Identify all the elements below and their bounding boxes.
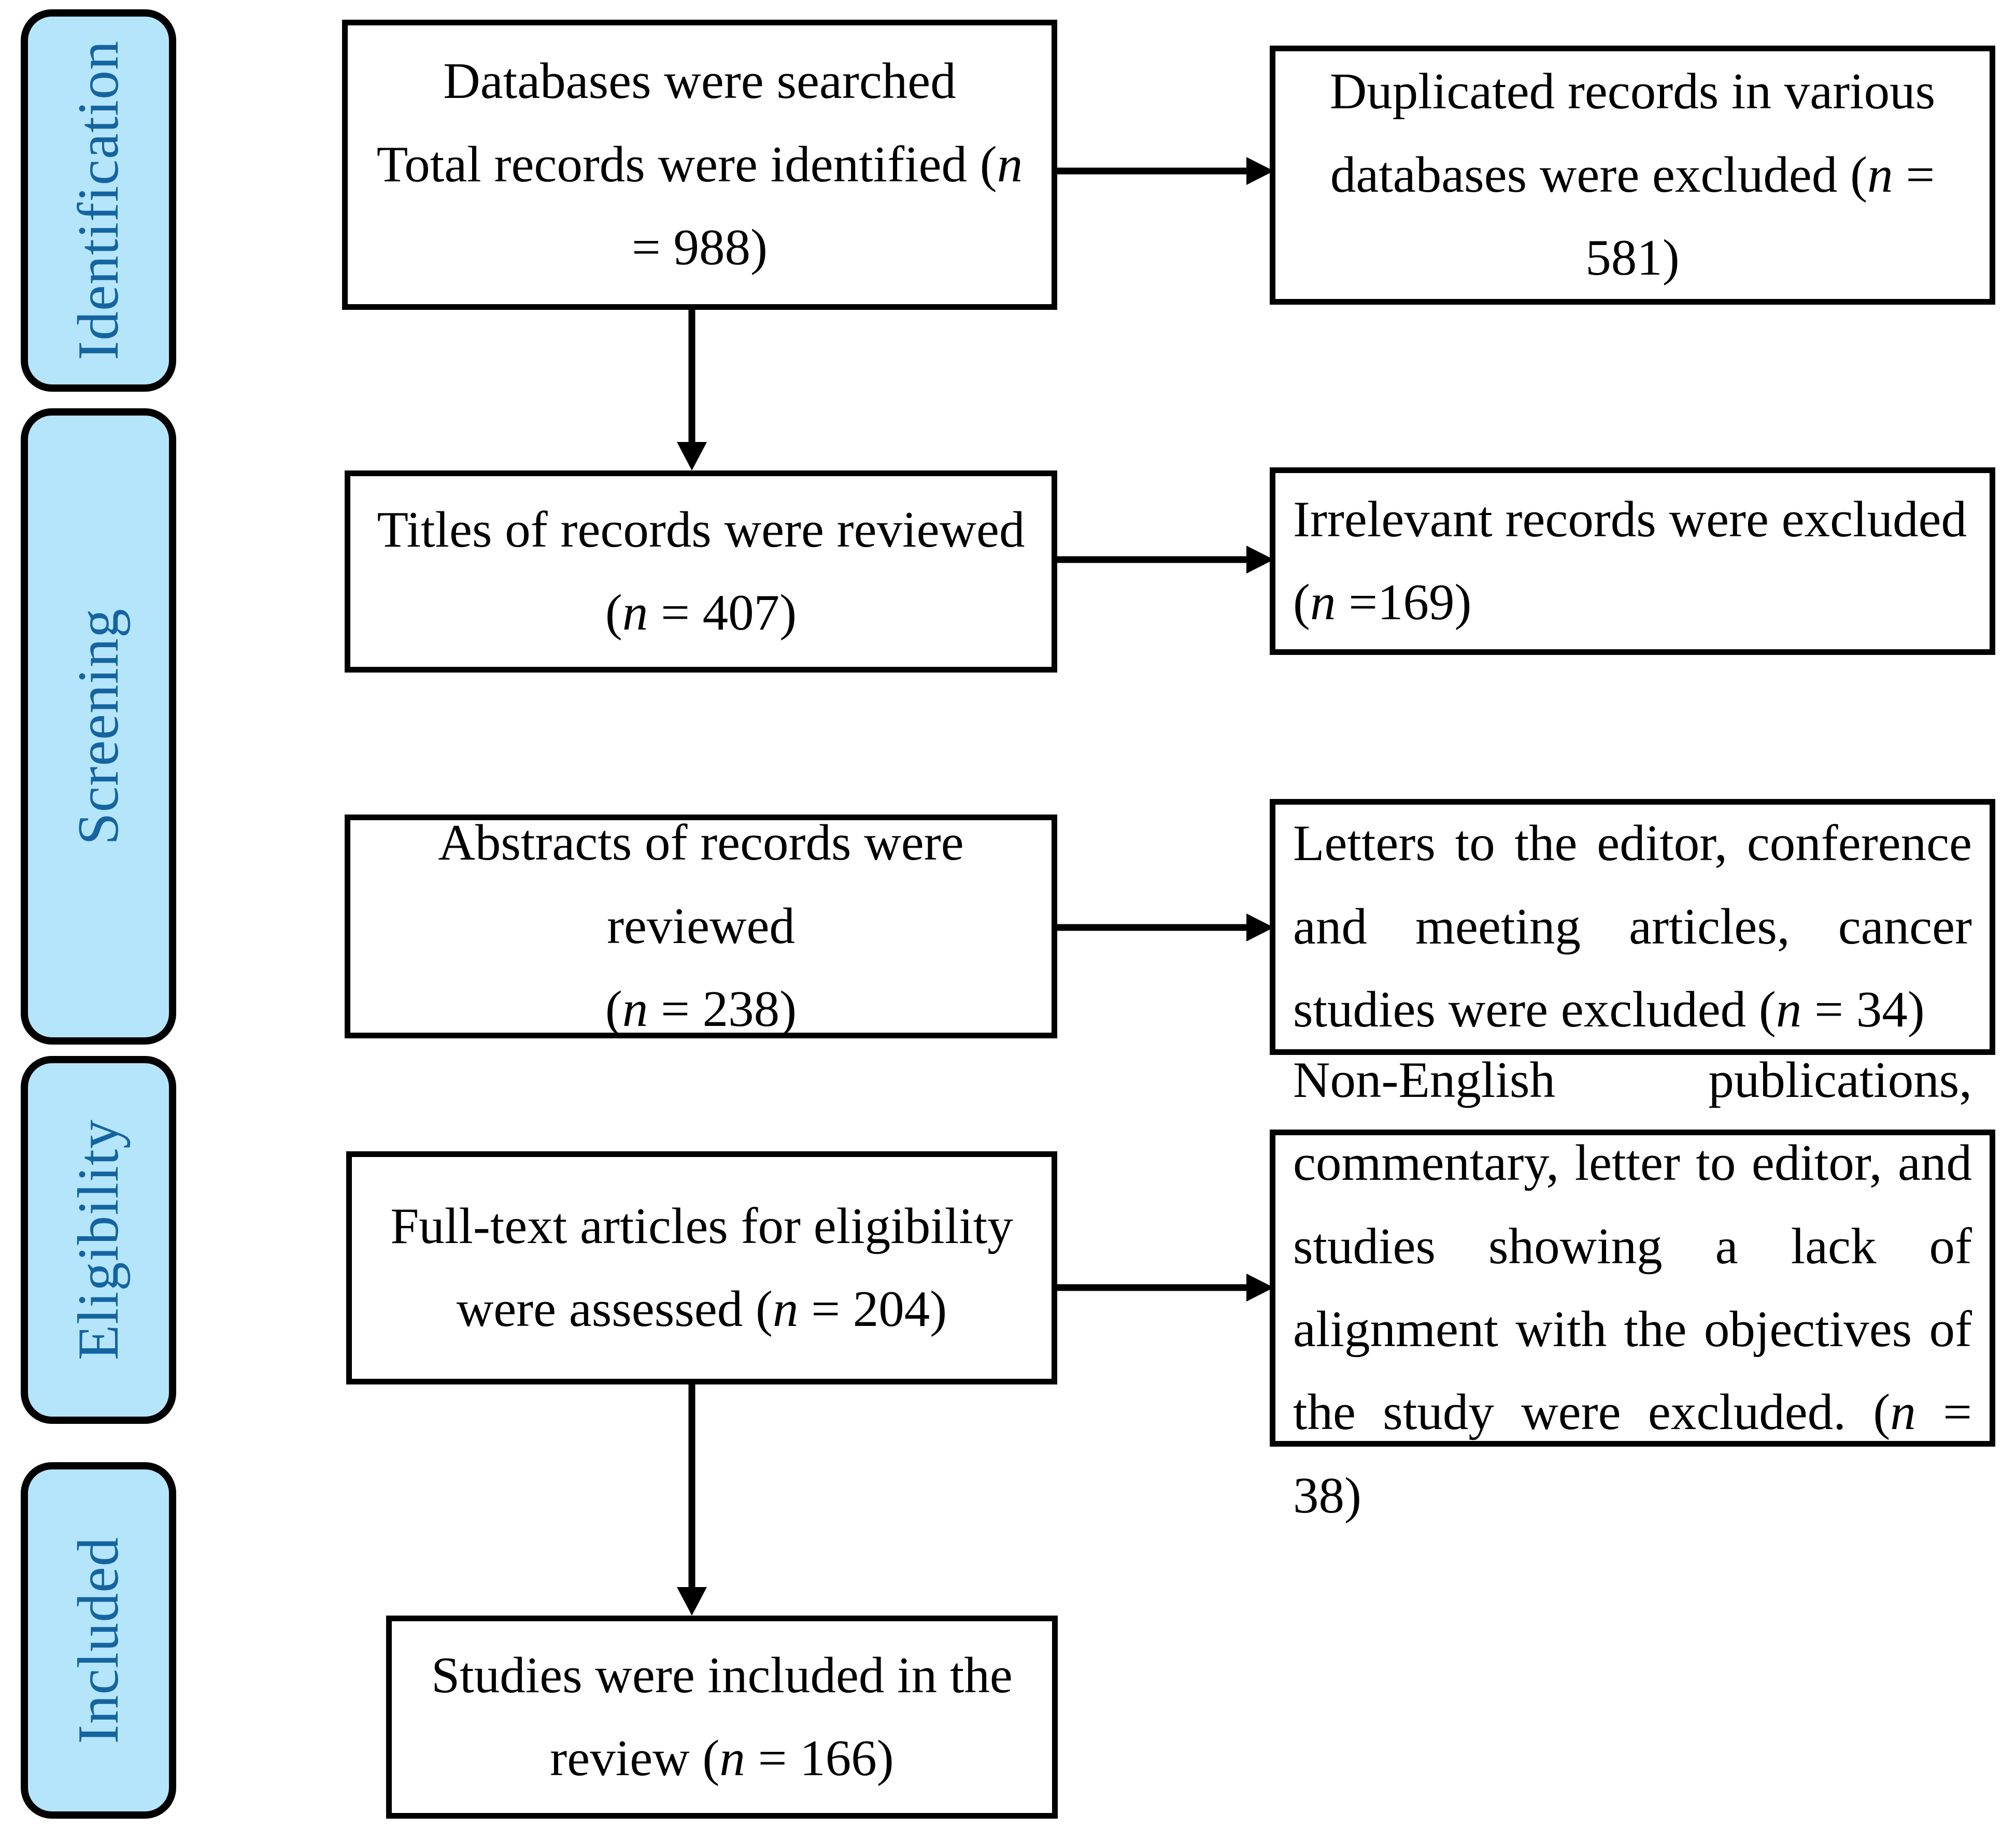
arrow-titles-to-irrelevant <box>1057 544 1275 575</box>
nonenglish-excluded-n-symbol: n <box>1890 1384 1916 1441</box>
abstracts-reviewed-line2-post: = 238) <box>648 981 797 1038</box>
abstracts-reviewed-line2-pre: ( <box>605 981 622 1038</box>
fulltext-assessed-post: = 204) <box>798 1281 947 1337</box>
letters-excluded-n-symbol: n <box>1776 981 1802 1038</box>
studies-included-n-symbol: n <box>719 1730 745 1787</box>
records-identified-n-symbol: n <box>997 136 1023 193</box>
box-studies-included: Studies were included in the review (n =… <box>386 1616 1058 1819</box>
stage-eligibility-label: Eligibility <box>66 1119 131 1361</box>
stage-eligibility: Eligibility <box>21 1056 176 1424</box>
box-duplicates-excluded: Duplicated records in various databases … <box>1270 46 1995 305</box>
box-letters-excluded-text: Letters to the editor, conference and me… <box>1293 802 1972 1051</box>
records-identified-line2-post: = 988) <box>631 219 768 276</box>
abstracts-reviewed-line1: Abstracts of records were reviewed <box>438 815 964 954</box>
arrow-abstracts-to-letters <box>1057 912 1275 943</box>
stage-identification: Identification <box>21 9 176 392</box>
box-abstracts-reviewed-text: Abstracts of records were reviewed (n = … <box>368 802 1034 1051</box>
box-irrelevant-excluded: Irrelevant records were excluded (n =169… <box>1270 467 1995 655</box>
titles-reviewed-post: = 407) <box>648 584 797 641</box>
box-records-identified: Databases were searched Total records we… <box>342 20 1057 310</box>
duplicates-excluded-pre: Duplicated records in various databases … <box>1329 63 1936 203</box>
box-duplicates-excluded-text: Duplicated records in various databases … <box>1293 50 1972 299</box>
nonenglish-excluded-post: = 38) <box>1293 1384 1972 1524</box>
titles-reviewed-n-symbol: n <box>622 584 648 641</box>
arrow-fulltext-to-nonenglish <box>1057 1272 1275 1303</box>
box-letters-excluded: Letters to the editor, conference and me… <box>1270 799 1995 1055</box>
box-titles-reviewed-text: Titles of records were reviewed (n = 407… <box>368 489 1034 655</box>
records-identified-line2-pre: Total records were identified ( <box>376 136 997 193</box>
box-studies-included-text: Studies were included in the review (n =… <box>409 1634 1034 1801</box>
fulltext-assessed-pre: Full-text articles for eligibility were … <box>390 1197 1013 1337</box>
nonenglish-excluded-pre: Non-English publications, commentary, le… <box>1293 1051 1972 1441</box>
box-fulltext-assessed-text: Full-text articles for eligibility were … <box>370 1185 1034 1351</box>
box-nonenglish-excluded-text: Non-English publications, commentary, le… <box>1293 1039 1972 1537</box>
irrelevant-excluded-post: =169) <box>1336 574 1472 631</box>
box-abstracts-reviewed: Abstracts of records were reviewed (n = … <box>345 815 1057 1038</box>
box-fulltext-assessed: Full-text articles for eligibility were … <box>346 1151 1057 1384</box>
studies-included-post: = 166) <box>745 1730 894 1787</box>
letters-excluded-pre: Letters to the editor, conference and me… <box>1293 815 1972 1038</box>
stage-included-label: Included <box>66 1537 131 1744</box>
records-identified-line1: Databases were searched <box>443 53 956 110</box>
duplicates-excluded-post: = 581) <box>1585 146 1935 287</box>
letters-excluded-post: = 34) <box>1801 981 1925 1038</box>
box-nonenglish-excluded: Non-English publications, commentary, le… <box>1270 1052 1995 1524</box>
stage-included: Included <box>21 1462 176 1819</box>
arrow-identified-to-titles <box>674 310 710 472</box>
fulltext-assessed-n-symbol: n <box>772 1281 799 1337</box>
abstracts-reviewed-n-symbol: n <box>622 981 648 1038</box>
arrow-identified-to-duplicates <box>1055 155 1275 187</box>
irrelevant-excluded-pre: Irrelevant records were excluded ( <box>1293 491 1967 631</box>
box-records-identified-text: Databases were searched Total records we… <box>365 40 1034 289</box>
arrow-fulltext-to-included <box>674 1384 710 1617</box>
studies-included-pre: Studies were included in the review ( <box>431 1647 1013 1787</box>
titles-reviewed-pre: Titles of records were reviewed ( <box>377 501 1025 641</box>
duplicates-excluded-n-symbol: n <box>1867 146 1893 203</box>
box-titles-reviewed: Titles of records were reviewed (n = 407… <box>345 470 1057 673</box>
box-irrelevant-excluded-text: Irrelevant records were excluded (n =169… <box>1293 478 1972 645</box>
stage-screening-label: Screening <box>66 608 131 845</box>
irrelevant-excluded-n-symbol: n <box>1310 574 1336 631</box>
stage-identification-label: Identification <box>66 40 131 361</box>
stage-screening: Screening <box>21 408 176 1045</box>
